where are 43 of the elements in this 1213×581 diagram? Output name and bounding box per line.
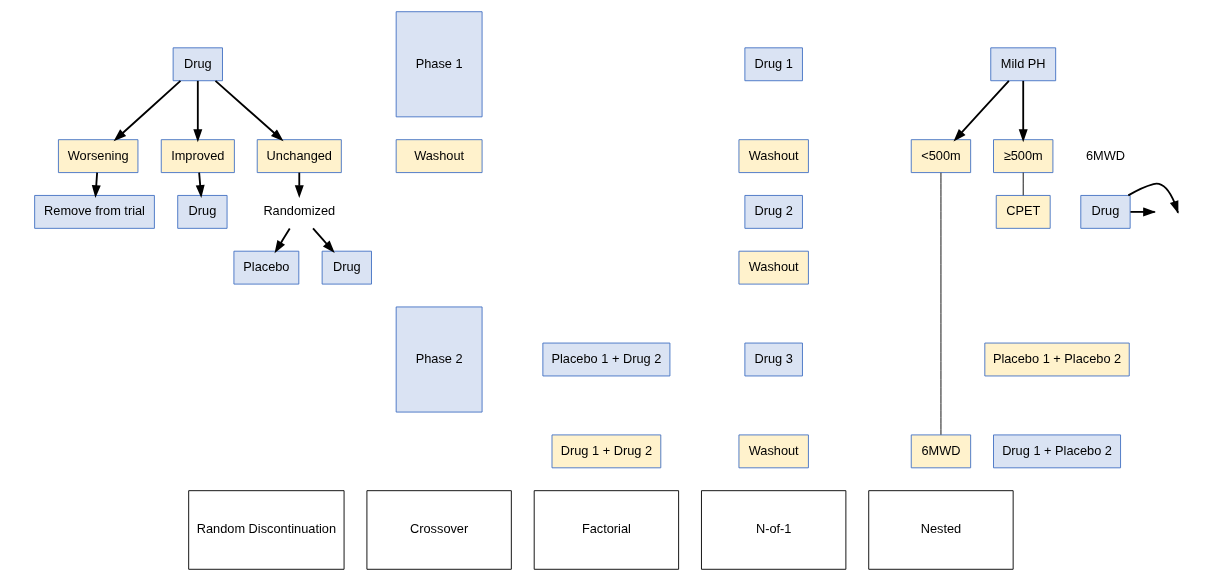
node-box: Random Discontinuation	[188, 490, 345, 570]
node-box: Washout	[738, 139, 809, 174]
node-box: Placebo 1 + Placebo 2	[984, 342, 1130, 377]
node-text: Randomized	[263, 203, 336, 219]
node-box: Drug	[321, 250, 372, 285]
node-box: Drug 3	[744, 342, 803, 377]
node-box: N-of-1	[701, 490, 847, 570]
node-box: ≥500m	[993, 139, 1054, 174]
node-box: Drug 1	[744, 47, 803, 82]
node-box: Washout	[738, 434, 809, 469]
node-box: Mild PH	[990, 47, 1057, 82]
arrow	[113, 79, 182, 142]
arrow	[294, 171, 304, 198]
node-box: Placebo	[233, 250, 300, 285]
node-box: Unchanged	[256, 139, 342, 174]
label: 6MWD	[1085, 147, 1126, 163]
arrow	[274, 227, 291, 254]
node-box: 6MWD	[910, 434, 972, 469]
node-box: Drug 1 + Placebo 2	[993, 434, 1121, 469]
node-box: Drug 2	[744, 195, 803, 229]
node-box: Improved	[160, 139, 235, 174]
connector	[1022, 172, 1024, 196]
node-box: Crossover	[366, 490, 512, 570]
node-box: Drug 1 + Drug 2	[551, 434, 662, 469]
node-box: CPET	[995, 195, 1051, 229]
arrow	[312, 227, 335, 254]
node-box: Washout	[395, 139, 483, 174]
arrow	[214, 79, 284, 142]
arrow	[193, 79, 203, 143]
node-box: Phase 1	[395, 11, 483, 118]
node-box: Phase 2	[395, 306, 483, 413]
node-box: Worsening	[57, 139, 139, 174]
node-box: Washout	[738, 250, 809, 285]
node-box: Placebo 1 + Drug 2	[542, 342, 671, 377]
node-box: <500m	[910, 139, 972, 174]
node-box: Drug	[172, 47, 223, 82]
node-box: Factorial	[533, 490, 680, 570]
node-box: Remove from trial	[34, 195, 155, 229]
arrow	[1018, 79, 1028, 143]
node-box: Nested	[868, 490, 1014, 570]
node-box: Drug	[177, 195, 228, 229]
arrow	[953, 79, 1010, 142]
node-box: Drug	[1080, 195, 1131, 229]
